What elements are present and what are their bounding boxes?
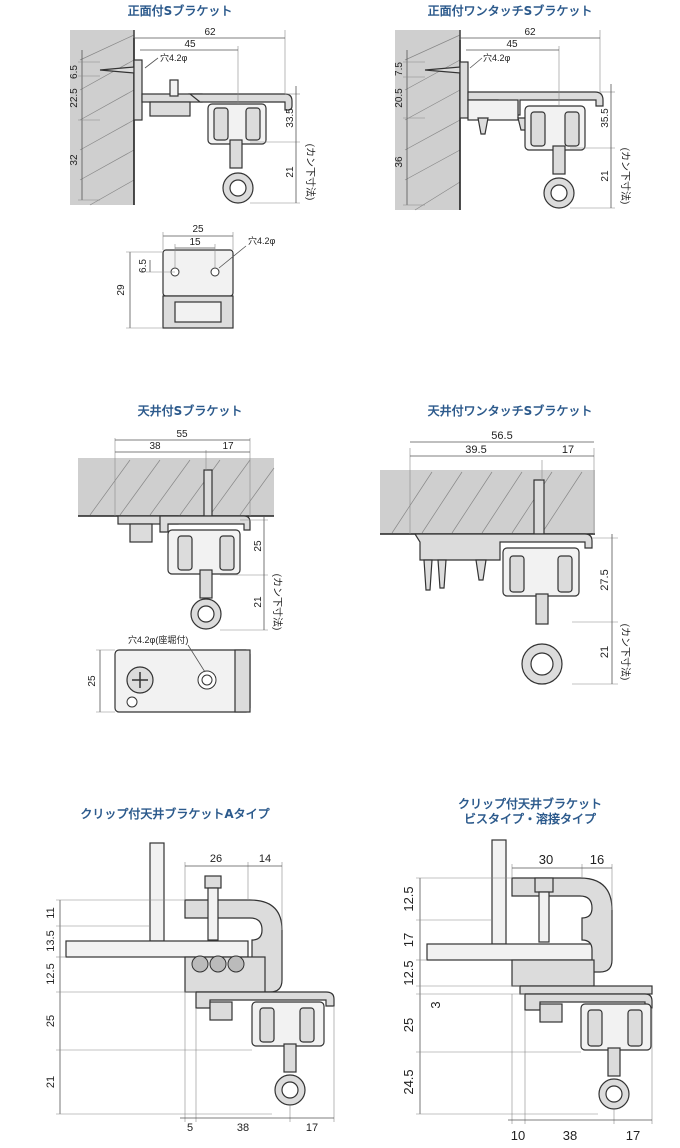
title-line-2: ビスタイプ・溶接タイプ bbox=[463, 812, 596, 826]
dim-top-b-5: 14 bbox=[259, 853, 271, 865]
title-line-1: クリップ付天井ブラケット bbox=[457, 797, 602, 811]
title-clip-a-bracket: クリップ付天井ブラケットAタイプ bbox=[80, 807, 270, 821]
dim-b-4: 17 bbox=[562, 444, 574, 456]
dim-top-b-6: 16 bbox=[590, 852, 604, 867]
dim-v2-5: 13.5 bbox=[45, 930, 57, 951]
dim-ring: 21 bbox=[285, 166, 296, 178]
dim-v5-5: 21 bbox=[45, 1076, 57, 1088]
dim-depth-2: 45 bbox=[506, 39, 518, 50]
dim-top-a-5: 26 bbox=[210, 853, 222, 865]
hole-label-2: 穴4.2φ bbox=[483, 52, 511, 63]
dim-b-3: 17 bbox=[222, 441, 234, 452]
dim-height-4: 27.5 bbox=[599, 569, 611, 590]
dim-ring-4: 21 bbox=[599, 646, 611, 658]
dim-bot-a-5: 5 bbox=[187, 1122, 193, 1134]
title-clip-screw-bracket: クリップ付天井ブラケット ビスタイプ・溶接タイプ bbox=[430, 797, 630, 827]
dim-v1: 6.5 bbox=[69, 65, 80, 79]
dim-a-3: 38 bbox=[149, 441, 161, 452]
hole-label: 穴4.2φ bbox=[160, 52, 188, 63]
dim-v3-6: 12.5 bbox=[401, 960, 416, 985]
dim-bot-a-6: 10 bbox=[511, 1128, 525, 1143]
dim-v5-6: 25 bbox=[401, 1018, 416, 1032]
plan-hole: 穴4.2φ bbox=[248, 235, 276, 246]
dim-ring-3: 21 bbox=[253, 596, 264, 608]
dim-v1-6: 12.5 bbox=[401, 886, 416, 911]
dim-height: 33.5 bbox=[285, 108, 296, 128]
title-ceiling-onetouch-bracket: 天井付ワンタッチSブラケット bbox=[427, 404, 593, 418]
wall-hatch bbox=[79, 34, 135, 206]
dim-v2-6: 17 bbox=[401, 933, 416, 947]
dim-v6-6: 24.5 bbox=[401, 1069, 416, 1094]
dim-bot-c-5: 17 bbox=[306, 1122, 318, 1134]
dim-total-3: 55 bbox=[176, 429, 188, 440]
dim-bot-b-5: 38 bbox=[237, 1122, 249, 1134]
dim-a-4: 39.5 bbox=[465, 444, 486, 456]
dim-total-4: 56.5 bbox=[491, 430, 512, 442]
title-ceiling-s-bracket: 天井付Sブラケット bbox=[137, 404, 243, 418]
dim-v4-6: 3 bbox=[428, 1001, 443, 1008]
plan-width: 25 bbox=[192, 224, 204, 235]
dim-note-4: (カン下寸法) bbox=[619, 624, 632, 681]
dim-height-2: 35.5 bbox=[600, 108, 611, 128]
dim-v3-5: 12.5 bbox=[45, 963, 57, 984]
dim-v3-2: 36 bbox=[394, 156, 405, 168]
dim-top-a-6: 30 bbox=[539, 852, 553, 867]
dim-note-3: (カン下寸法) bbox=[271, 574, 284, 631]
plan-hole-3: 穴4.2φ(座堀付) bbox=[128, 634, 188, 645]
dim-height-3: 25 bbox=[253, 540, 264, 552]
plan-pitch: 15 bbox=[189, 237, 201, 248]
dim-total-2: 62 bbox=[524, 27, 536, 38]
wall-hatch-2 bbox=[404, 34, 461, 211]
ceiling-hatch-4 bbox=[391, 471, 583, 534]
title-front-s-bracket: 正面付Sブラケット bbox=[127, 4, 233, 18]
title-front-onetouch-bracket: 正面付ワンタッチSブラケット bbox=[427, 4, 593, 18]
dim-bot-c-6: 17 bbox=[626, 1128, 640, 1143]
plan-h-3: 25 bbox=[87, 675, 98, 687]
dim-bot-b-6: 38 bbox=[563, 1128, 577, 1143]
dim-v2: 22.5 bbox=[69, 88, 80, 108]
plan-v: 6.5 bbox=[138, 259, 149, 273]
dim-ring-2: 21 bbox=[600, 170, 611, 182]
dim-v1-5: 11 bbox=[45, 907, 57, 918]
dim-v3: 32 bbox=[69, 154, 80, 166]
dim-depth: 45 bbox=[184, 39, 196, 50]
dim-total: 62 bbox=[204, 27, 216, 38]
dim-v2-2: 20.5 bbox=[394, 88, 405, 108]
dim-note: (カン下寸法) bbox=[304, 144, 317, 201]
plan-h: 29 bbox=[116, 284, 127, 296]
dim-v4-5: 25 bbox=[45, 1015, 57, 1027]
dim-note-2: (カン下寸法) bbox=[619, 148, 632, 205]
ceiling-hatch-3 bbox=[89, 459, 275, 516]
dim-v1-2: 7.5 bbox=[394, 62, 405, 76]
